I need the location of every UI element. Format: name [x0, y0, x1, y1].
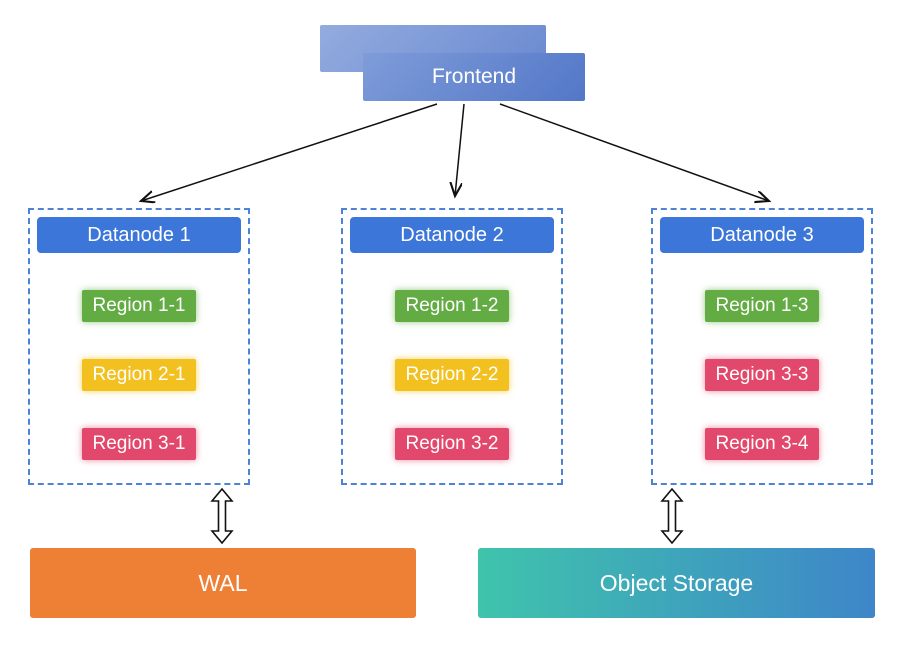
frontend-label: Frontend: [431, 65, 517, 88]
region-badge: Region 2-2: [394, 359, 510, 391]
arrow-to-datanode-2: [455, 103, 465, 196]
wal-box: WAL: [30, 548, 416, 618]
datanode-3-title: Datanode 3: [710, 223, 814, 246]
region-badge: Region 1-3: [704, 290, 820, 322]
datanode-1-container: Datanode 1 Region 1-1 Region 2-1 Region …: [28, 208, 250, 485]
region-badge: Region 3-2: [394, 428, 510, 460]
datanode-3-container: Datanode 3 Region 1-3 Region 3-3 Region …: [651, 208, 873, 485]
arrow-to-datanode-3: [499, 103, 769, 201]
datanode-2-header: Datanode 2: [350, 217, 554, 253]
double-arrow-icon: [210, 487, 234, 545]
object-storage-box: Object Storage: [478, 548, 875, 618]
datanode-1-title: Datanode 1: [87, 223, 191, 246]
object-storage-label: Object Storage: [599, 569, 754, 596]
region-badge: Region 1-2: [394, 290, 510, 322]
datanode-3-header: Datanode 3: [660, 217, 864, 253]
datanode-2-title: Datanode 2: [400, 223, 504, 246]
frontend-box: Frontend: [363, 53, 585, 101]
datanode-1-header: Datanode 1: [37, 217, 241, 253]
arrow-to-datanode-1: [141, 103, 438, 201]
datanode-2-container: Datanode 2 Region 1-2 Region 2-2 Region …: [341, 208, 563, 485]
region-badge: Region 3-4: [704, 428, 820, 460]
region-badge: Region 2-1: [81, 359, 197, 391]
region-badge: Region 1-1: [81, 290, 197, 322]
double-arrow-icon: [660, 487, 684, 545]
region-badge: Region 3-1: [81, 428, 197, 460]
region-badge: Region 3-3: [704, 359, 820, 391]
wal-label: WAL: [198, 569, 248, 596]
